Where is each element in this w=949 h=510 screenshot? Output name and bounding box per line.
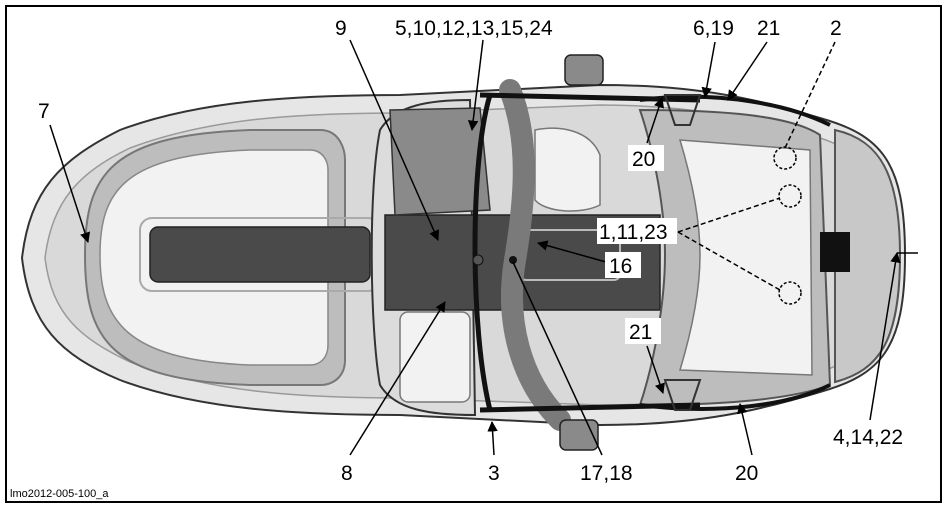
callout-20-bottom: 20 [735,462,758,485]
leader-20-bottom [737,402,753,456]
leader-6-19 [701,41,716,99]
leader-9 [349,39,439,241]
leader-17-18 [512,261,603,456]
callout-5-10-12-13-15-24: 5,10,12,13,15,24 [395,17,553,40]
callout-7: 7 [38,100,50,123]
callout-1-11-23: 1,11,23 [599,221,668,244]
callout-16-box [605,252,641,278]
leader-20-top [646,97,664,144]
transom-dark [820,232,850,272]
callout-17-18: 17,18 [580,462,633,485]
callout-21-top: 21 [757,17,780,40]
rear-seat [678,139,813,376]
leader-21-top [727,41,768,101]
callout-20-top-box [628,145,664,171]
leader-5 [467,39,484,132]
callout-1-11-23-box [597,218,677,244]
rail-bottom [639,383,831,411]
target-dot-17 [509,256,517,264]
callout-6-19: 6,19 [693,17,734,40]
callout-4-14-22: 4,14,22 [833,426,903,449]
callout-9: 9 [335,17,347,40]
tower-starboard [472,94,493,411]
callout-21-bottom-box [625,318,661,344]
callout-8: 8 [341,462,353,485]
board-rack-top [663,94,702,126]
callout-20-top: 20 [632,148,655,171]
callout-2: 2 [830,17,842,40]
leader-16 [536,240,607,263]
target-dot-cockpit [472,254,484,266]
callout-16: 16 [609,255,632,278]
console [399,311,471,403]
target-circle-1-lower [778,281,802,305]
driver-seat [534,127,601,212]
board-rack-bottom [663,379,702,411]
bow-walkway [149,226,371,283]
leader-1-b [677,231,781,291]
target-circle-1-upper [778,184,802,208]
leader-4-14-22 [869,251,901,421]
speaker-top [564,54,604,86]
leader-21-bottom [646,345,665,394]
rail-top [639,94,831,127]
callout-3: 3 [488,462,500,485]
callout-21-bottom: 21 [629,321,652,344]
leader-1-a [677,197,781,233]
leader-3 [487,420,498,456]
leader-2 [784,41,836,149]
leader-8 [349,301,446,456]
figure-id: lmo2012-005-100_a [10,488,109,500]
leader-7 [49,124,91,243]
